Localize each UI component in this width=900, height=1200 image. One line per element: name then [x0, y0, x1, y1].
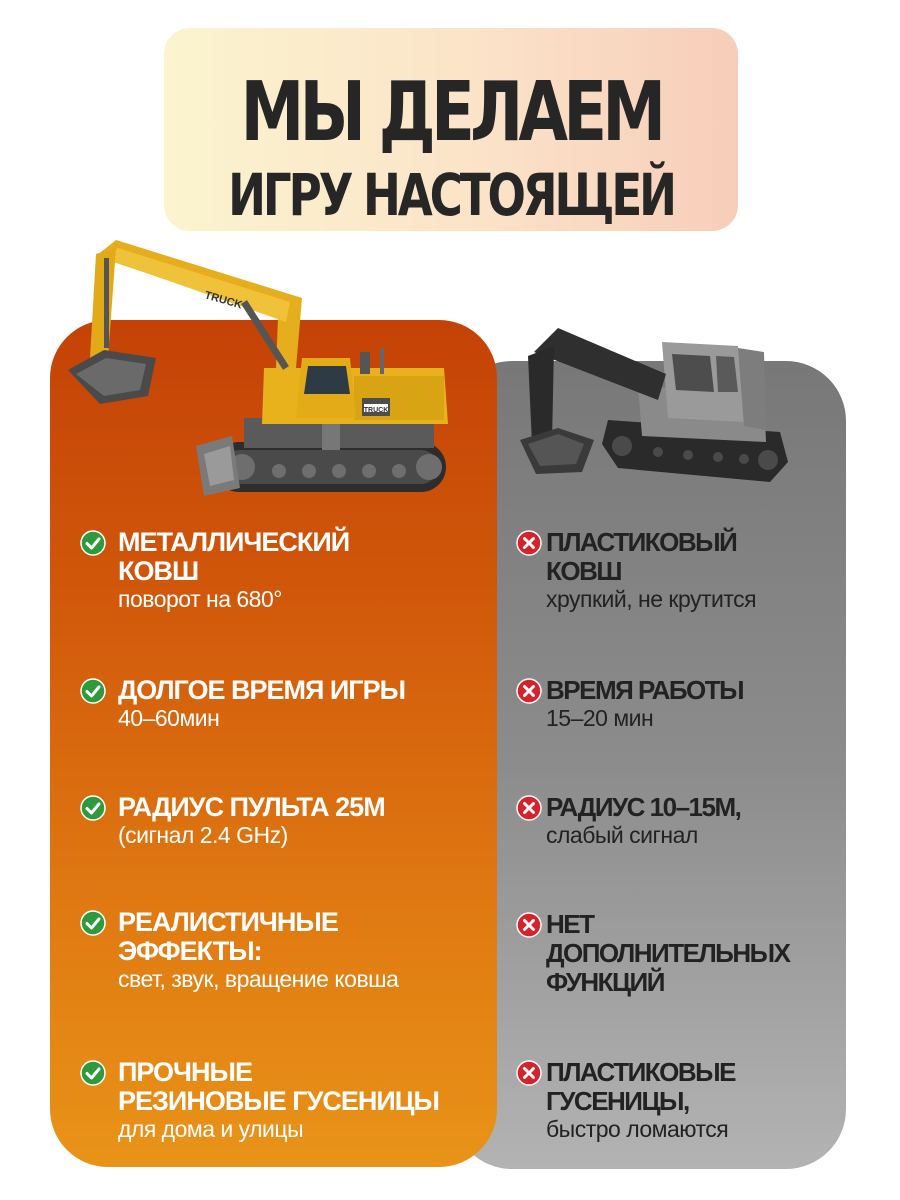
feature-heading: НЕТ ДОПОЛНИТЕЛЬНЫХ ФУНКЦИЙ [546, 909, 791, 997]
feature-heading: РАДИУС 10–15м, [546, 792, 742, 822]
feature-detail: быстро ломаются [546, 1116, 729, 1142]
feature-detail: свет, звук, вращение ковша [118, 966, 399, 992]
feature-heading: МЕТАЛЛИЧЕСКИЙ КОВШ [118, 527, 350, 586]
feature-heading: ПРОЧНЫЕ РЕЗИНОВЫЕ ГУСЕНИЦЫ [118, 1057, 440, 1116]
feature-detail: слабый сигнал [546, 822, 698, 848]
feature-heading: ВРЕМЯ РАБОТЫ [546, 675, 745, 705]
check-circle-icon [80, 678, 106, 704]
feature-heading: ПЛАСТИКОВЫЕ ГУСЕНИЦЫ, [546, 1057, 736, 1116]
cab-label-text: TRUCK [364, 407, 389, 414]
metal-excavator-image: TRUCK TRUCK [68, 240, 448, 496]
check-circle-icon [80, 1060, 106, 1086]
feature-detail: для дома и улицы [118, 1116, 304, 1142]
cross-circle-icon [516, 912, 542, 938]
title-line-1: МЫ ДЕЛАЕМ [240, 65, 666, 160]
check-circle-icon [80, 795, 106, 821]
title-line-2: ИГРУ НАСТОЯЩЕЙ [228, 161, 677, 229]
check-circle-icon [80, 530, 106, 556]
cross-circle-icon [516, 1060, 542, 1086]
feature-detail: хрупкий, не крутится [546, 586, 757, 612]
feature-detail: поворот на 680° [118, 586, 282, 612]
feature-heading: ПЛАСТИКОВЫЙ КОВШ [546, 527, 738, 586]
feature-heading: ДОЛГОЕ ВРЕМЯ ИГРЫ [118, 675, 406, 705]
title-banner: МЫ ДЕЛАЕМ ИГРУ НАСТОЯЩЕЙ [164, 28, 738, 231]
plastic-comparison-panel [452, 361, 846, 1169]
check-circle-icon [80, 910, 106, 936]
feature-detail: 15–20 мин [546, 705, 654, 731]
feature-detail: (сигнал 2.4 GHz) [118, 822, 288, 848]
plastic-excavator-image [520, 328, 788, 482]
feature-detail: 40–60мин [118, 705, 220, 731]
cross-circle-icon [516, 795, 542, 821]
feature-heading: РЕАЛИСТИЧНЫЕ ЭФФЕКТЫ: [118, 907, 339, 966]
cross-circle-icon [516, 530, 542, 556]
feature-heading: РАДИУС ПУЛЬТА 25м [118, 792, 386, 822]
cross-circle-icon [516, 678, 542, 704]
